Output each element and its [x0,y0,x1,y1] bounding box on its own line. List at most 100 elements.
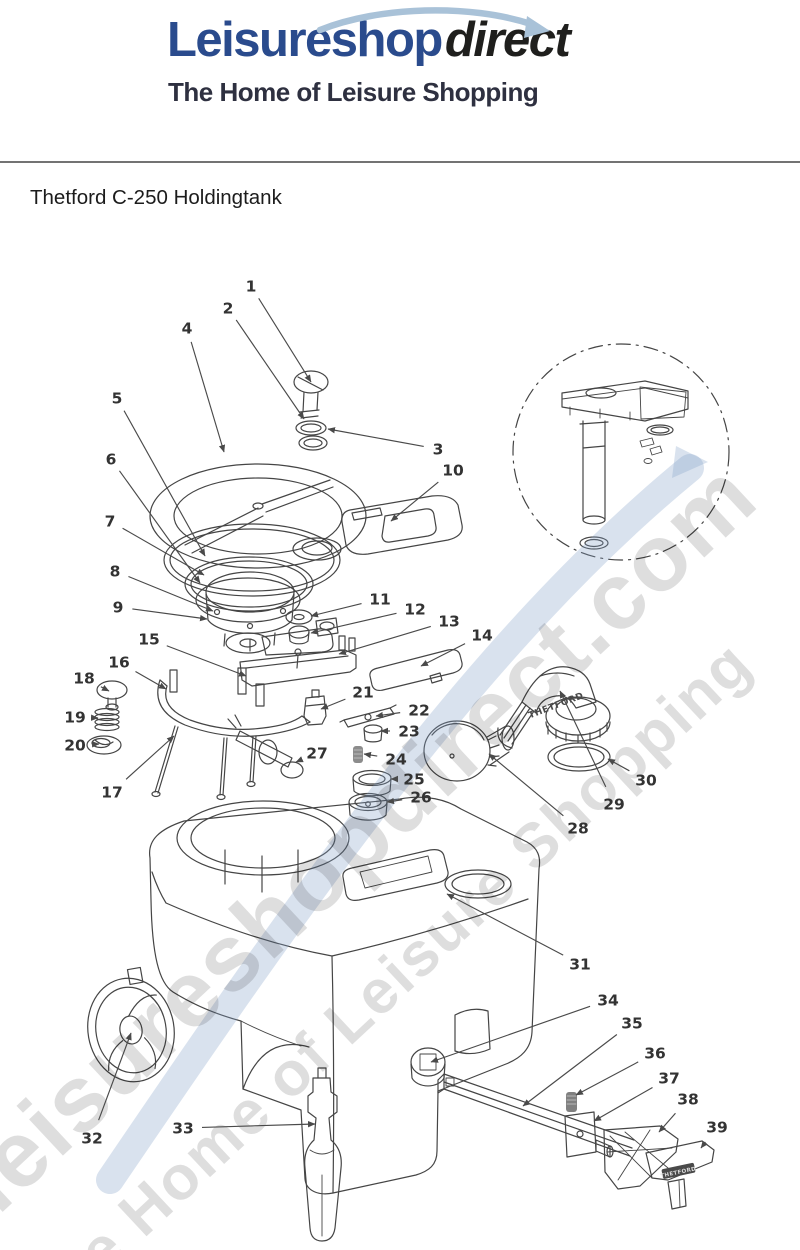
watermark-line1: leisureshopdirect.com [0,441,776,1230]
callout-line-17 [125,735,175,780]
callout-label-26: 26 [410,789,432,807]
callout-label-19: 19 [64,709,86,727]
callout-label-28: 28 [567,820,589,838]
callout-line-36 [575,1061,639,1096]
callout-label-13: 13 [438,613,460,631]
callout-label-33: 33 [172,1120,194,1138]
part-knob [410,1047,446,1087]
callout-line-34 [430,1005,591,1063]
callout-label-21: 21 [352,684,374,702]
part-oring [547,742,611,772]
callout-line-24 [363,751,378,759]
header-divider [0,161,800,163]
callout-label-20: 20 [64,737,86,755]
callout-line-31 [446,893,564,956]
callout-label-34: 34 [597,992,619,1010]
callout-label-27: 27 [306,745,328,763]
callout-line-15 [166,645,247,677]
callout-line-38 [658,1112,676,1133]
callout-label-10: 10 [442,462,464,480]
callout-label-1: 1 [246,278,257,296]
callout-line-33 [201,1121,316,1128]
callout-label-32: 32 [81,1130,103,1148]
part-small-valve [363,724,383,743]
part-rubber-sleeve [353,746,363,763]
callout-label-9: 9 [113,599,124,617]
callout-label-36: 36 [644,1045,666,1063]
callout-label-5: 5 [112,390,123,408]
part-elbow-spout [497,666,611,749]
callout-label-31: 31 [569,956,591,974]
callout-line-35 [522,1034,618,1107]
logo-tagline: The Home of Leisure Shopping [168,77,539,107]
callout-label-7: 7 [105,513,116,531]
callout-label-23: 23 [398,723,420,741]
callout-label-14: 14 [471,627,493,645]
part-gaskets [163,523,341,623]
callout-line-28 [488,753,564,817]
callout-label-30: 30 [635,772,657,790]
callout-line-37 [593,1086,653,1122]
part-cap-spring-seal [86,680,128,755]
part-curved-frame [151,667,311,801]
callout-label-6: 6 [106,451,117,469]
callout-label-22: 22 [408,702,430,720]
part-tank-body [149,796,541,1195]
callout-label-35: 35 [621,1015,643,1033]
part-wheel [87,966,175,1083]
callout-line-27 [295,756,304,763]
callout-line-2 [235,319,305,420]
callout-line-30 [607,758,630,772]
callout-line-3 [327,427,424,447]
callout-label-11: 11 [369,591,391,609]
callout-line-13 [338,625,431,656]
callout-label-8: 8 [110,563,121,581]
watermark-swoosh-arrowhead [672,446,708,478]
callout-line-32 [98,1032,132,1121]
part-seal-rings [295,420,328,451]
callout-line-1 [258,297,312,383]
callout-label-37: 37 [658,1070,680,1088]
callout-label-18: 18 [73,670,95,688]
callout-label-16: 16 [108,654,130,672]
callout-line-12 [310,612,397,635]
callout-label-24: 24 [385,751,407,769]
callout-line-21 [320,698,346,710]
inset-detail [512,343,730,561]
callout-label-2: 2 [223,300,234,318]
part-vent-cap [293,370,329,419]
callout-label-29: 29 [603,796,625,814]
part-handle-lever [304,1067,342,1242]
callout-label-25: 25 [403,771,425,789]
callout-label-12: 12 [404,601,426,619]
callout-line-29 [559,690,607,788]
callout-label-15: 15 [138,631,160,649]
part-washer-nut [285,609,313,645]
page-title: Thetford C-250 Holdingtank [30,186,282,209]
part-mounting-ring [205,571,295,652]
callout-label-38: 38 [677,1091,699,1109]
callout-line-18 [100,684,110,692]
callout-line-26 [386,797,403,805]
part-flush-cover [341,495,463,555]
part-dump-cap [423,720,515,782]
callout-line-5 [123,410,206,557]
part-blade-plate [369,648,463,692]
callout-line-9 [132,608,208,622]
callout-layer: 1234567891011121314151617181920212223242… [64,278,728,1149]
callout-line-14 [420,643,466,667]
part-float-arm [227,714,304,779]
callout-label-39: 39 [706,1119,728,1137]
part-linkage [339,704,397,728]
callout-line-11 [310,602,362,618]
callout-line-10 [390,481,439,522]
callout-line-7 [122,527,205,576]
callout-line-16 [135,670,167,690]
callout-line-39 [700,1140,708,1149]
callout-line-8 [128,575,214,612]
callout-label-17: 17 [101,784,123,802]
diagram-art [86,343,730,1242]
callout-label-4: 4 [182,320,193,338]
